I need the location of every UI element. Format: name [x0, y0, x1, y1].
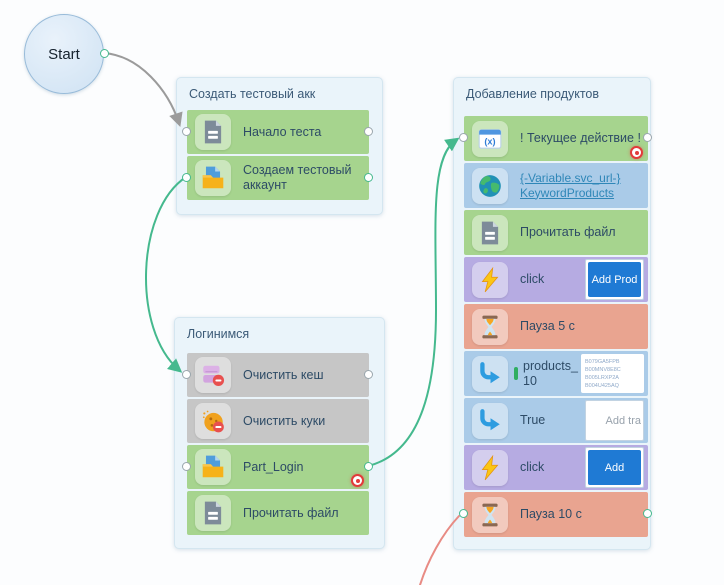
group-title: Логинимся	[187, 327, 250, 341]
block-label: Начало теста	[243, 124, 322, 139]
lightning-icon	[472, 449, 508, 486]
flow-block[interactable]: click Add Prod	[464, 257, 648, 302]
flow-block[interactable]: click Add	[464, 445, 648, 490]
group-title: Добавление продуктов	[466, 87, 600, 101]
files-icon	[195, 449, 231, 485]
flow-block[interactable]: Создаем тестовый аккаунт	[187, 156, 369, 200]
flow-block[interactable]: (x) ! Текущее действие !	[464, 116, 648, 161]
connector-port[interactable]	[181, 461, 191, 471]
flow-block[interactable]: Пауза 5 с	[464, 304, 648, 349]
connector-port[interactable]	[181, 369, 191, 379]
edge-start-to-begin-test[interactable]	[103, 52, 183, 127]
button-panel: Add Prod	[585, 259, 644, 300]
document-icon	[195, 495, 231, 531]
connector-port[interactable]	[363, 461, 373, 471]
connector-port[interactable]	[642, 132, 652, 142]
connector-port[interactable]	[458, 508, 468, 518]
hourglass-icon	[472, 496, 508, 533]
flow-block[interactable]: {-Variable.svc_url-}KeywordProducts	[464, 163, 648, 208]
connector-port[interactable]	[363, 369, 373, 379]
breakpoint-marker[interactable]	[630, 146, 643, 159]
action-button[interactable]: Add Prod	[588, 262, 641, 297]
connector-port[interactable]	[181, 172, 191, 182]
document-icon	[472, 214, 508, 251]
connector-port[interactable]	[181, 126, 191, 136]
block-label: Очистить кеш	[243, 367, 324, 382]
block-label: Прочитать файл	[243, 505, 339, 520]
edge-bottom-to-pause10[interactable]	[419, 515, 460, 585]
block-label: click	[520, 272, 545, 286]
flow-block[interactable]: Начало теста	[187, 110, 369, 154]
variable-window-icon: (x)	[472, 120, 508, 157]
block-label: Очистить куки	[243, 413, 326, 428]
group-title: Создать тестовый акк	[189, 87, 316, 101]
files-icon	[195, 160, 231, 196]
block-label: True	[520, 413, 546, 427]
connector-port[interactable]	[458, 132, 468, 142]
flow-block[interactable]: Прочитать файл	[464, 210, 648, 255]
flow-block[interactable]: Прочитать файл	[187, 491, 369, 535]
bent-arrow-icon	[472, 402, 508, 439]
block-label: products_ 10	[523, 358, 578, 388]
connector-port[interactable]	[99, 48, 109, 58]
action-button[interactable]: Add	[588, 450, 641, 485]
start-node-label: Start	[48, 45, 80, 63]
block-label: click	[520, 460, 545, 474]
connector-port[interactable]	[642, 508, 652, 518]
edge-login-to-products[interactable]	[367, 137, 460, 467]
block-label: Пауза 5 с	[520, 319, 575, 333]
flow-block[interactable]: True Add tra	[464, 398, 648, 443]
start-node[interactable]: Start	[24, 14, 104, 94]
flow-block[interactable]: Очистить кеш	[187, 353, 369, 397]
svg-text:(x): (x)	[484, 136, 495, 146]
value-preview[interactable]: Add tra	[585, 400, 644, 441]
connector-port[interactable]	[363, 172, 373, 182]
bent-arrow-icon	[472, 355, 508, 392]
cookie-clear-icon	[195, 403, 231, 439]
flow-block[interactable]: Очистить куки	[187, 399, 369, 443]
breakpoint-marker[interactable]	[351, 474, 364, 487]
document-icon	[195, 114, 231, 150]
lightning-icon	[472, 261, 508, 298]
hourglass-icon	[472, 308, 508, 345]
cache-clear-icon	[195, 357, 231, 393]
block-label: Пауза 10 с	[520, 507, 582, 521]
block-label: Создаем тестовый аккаунт	[243, 163, 352, 192]
globe-icon	[472, 167, 508, 204]
block-label: ! Текущее действие !	[520, 131, 641, 145]
variable-indicator	[514, 367, 518, 380]
button-panel: Add	[585, 447, 644, 488]
flow-block[interactable]: Part_Login	[187, 445, 369, 489]
variable-link[interactable]: {-Variable.svc_url-}KeywordProducts	[520, 171, 621, 200]
block-label: Part_Login	[243, 459, 304, 474]
flow-block[interactable]: Пауза 10 с	[464, 492, 648, 537]
edge-create-account-to-login[interactable]	[145, 176, 187, 373]
group-add-products[interactable]: Добавление продуктов (x) ! Текущее действ…	[453, 77, 651, 550]
connector-port[interactable]	[363, 126, 373, 136]
block-label: Прочитать файл	[520, 225, 616, 239]
